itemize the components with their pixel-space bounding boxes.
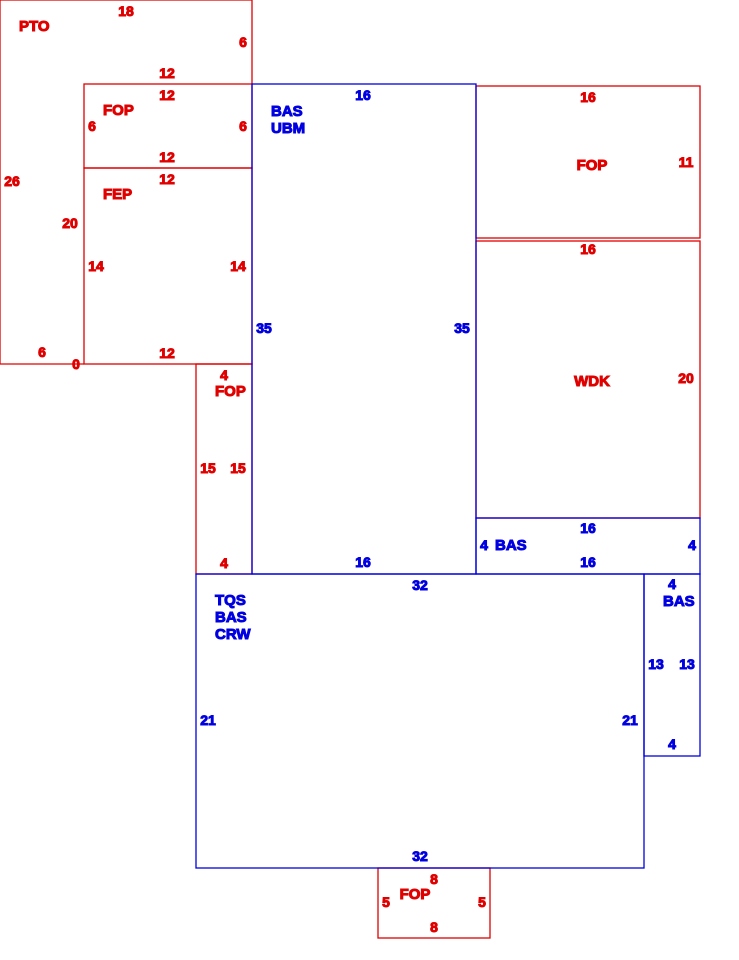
area-fop-bottom: 8 FOP 5 5 8 (377, 867, 491, 939)
wdk-label: WDK (574, 373, 610, 390)
fop-narrow-label: FOP (215, 383, 246, 400)
pto-dim-top: 18 (118, 3, 134, 19)
area-wdk: 16 WDK 20 (475, 240, 701, 519)
pto-label: PTO (19, 18, 50, 35)
fep-dim-left: 14 (88, 258, 104, 274)
tqs-dim-left: 21 (200, 712, 216, 728)
fop-bottom-dim-top: 8 (430, 871, 438, 887)
bas-strip-label: BAS (495, 537, 527, 554)
fop-upper-left-dim-top: 12 (159, 87, 175, 103)
bas-ubm-label-2: UBM (271, 120, 305, 137)
area-fop-narrow: 4 FOP 15 15 4 (195, 363, 253, 575)
bas-strip-dim-bottom: 16 (580, 554, 596, 570)
fop-bottom-dim-left: 5 (382, 894, 390, 910)
bas-strip-dim-top: 16 (580, 520, 596, 536)
area-tqs: 32 TQS BAS CRW 21 21 32 (195, 573, 645, 869)
bas-side-label: BAS (663, 593, 695, 610)
bas-side-dim-top: 4 (668, 576, 676, 592)
bas-side-dim-bottom: 4 (668, 736, 676, 752)
fop-narrow-dim-bottom: 4 (220, 555, 228, 571)
fop-upper-left-dim-bottom: 12 (159, 149, 175, 165)
fop-upper-left-dim-left: 6 (88, 118, 96, 134)
bas-ubm-dim-top: 16 (355, 87, 371, 103)
pto-dim-zero: 0 (72, 356, 80, 372)
area-pto: PTO 18 6 26 20 6 0 (0, 0, 253, 373)
tqs-outline (195, 573, 645, 869)
fop-upper-left-label: FOP (103, 102, 134, 119)
bas-strip-dim-left: 4 (480, 537, 488, 553)
fop-upper-left-dim-top-outer: 12 (159, 65, 175, 81)
pto-dim-left: 26 (4, 173, 20, 189)
bas-side-dim-left: 13 (648, 656, 664, 672)
pto-dim-inner: 20 (62, 215, 78, 231)
fep-dim-right: 14 (230, 258, 246, 274)
tqs-dim-top: 32 (412, 577, 428, 593)
area-bas-side: 4 BAS 13 13 4 (643, 573, 701, 757)
bas-ubm-dim-right: 35 (454, 320, 470, 336)
area-bas-strip: 16 4 BAS 4 16 (475, 517, 701, 575)
fop-bottom-dim-right: 5 (478, 894, 486, 910)
pto-dim-bottom: 6 (38, 344, 46, 360)
tqs-dim-bottom: 32 (412, 848, 428, 864)
area-fop-upper-right: 16 FOP 11 (475, 85, 701, 239)
fop-upper-right-dim-top: 16 (580, 89, 596, 105)
bas-strip-dim-right: 4 (688, 537, 696, 553)
area-fop-upper-left: FOP 12 12 6 6 12 (83, 65, 253, 169)
bas-side-outline (643, 573, 701, 757)
tqs-label-1: TQS (215, 592, 246, 609)
fop-bottom-dim-bottom: 8 (430, 919, 438, 935)
bas-side-dim-right: 13 (679, 656, 695, 672)
fop-bottom-label: FOP (400, 886, 431, 903)
fop-narrow-dim-top: 4 (220, 367, 228, 383)
tqs-dim-right: 21 (622, 712, 638, 728)
bas-ubm-dim-left: 35 (256, 320, 272, 336)
bas-ubm-dim-bottom: 16 (355, 554, 371, 570)
fop-upper-right-label: FOP (577, 157, 608, 174)
area-fep: FEP 12 14 14 12 (83, 167, 253, 365)
pto-outline (0, 0, 253, 365)
pto-dim-right: 6 (239, 34, 247, 50)
fop-upper-left-dim-right: 6 (239, 118, 247, 134)
bas-ubm-label-1: BAS (271, 103, 303, 120)
fep-label: FEP (103, 186, 132, 203)
wdk-dim-right: 20 (678, 370, 694, 386)
fep-dim-top: 12 (159, 171, 175, 187)
tqs-label-2: BAS (215, 609, 247, 626)
fop-narrow-dim-left: 15 (200, 460, 216, 476)
fep-dim-bottom: 12 (159, 345, 175, 361)
fop-narrow-dim-right: 15 (230, 460, 246, 476)
bas-ubm-outline (251, 83, 477, 575)
wdk-dim-top: 16 (580, 241, 596, 257)
tqs-label-3: CRW (215, 626, 251, 643)
area-bas-ubm: BAS UBM 16 35 35 16 (251, 83, 477, 575)
fop-upper-right-dim-right: 11 (679, 154, 694, 170)
